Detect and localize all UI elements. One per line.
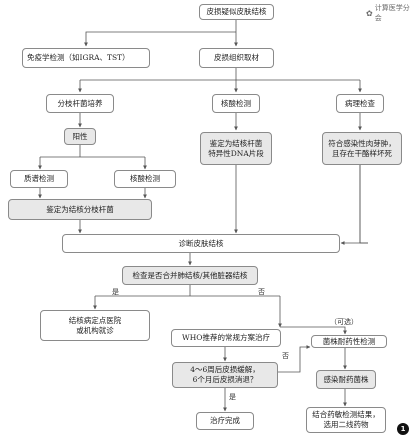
society-logo: ✿ 计算医学分会 [366,4,412,22]
node-biopsy: 皮损组织取材 [199,48,274,68]
logo-icon: ✿ [366,8,373,18]
node-check-other: 检查是否合并肺结核/其他脏器结核 [122,266,258,285]
node-resistance-test: 菌株耐药性检测 [311,335,387,348]
node-nucleic-2: 核酸检测 [114,170,176,188]
node-dna-identified: 鉴定为结核杆菌 特异性DNA片段 [200,132,272,165]
edge-label-no-improve: 否 [282,352,289,360]
edge-label-optional: （可选） [330,318,358,326]
node-positive: 阳性 [64,128,96,145]
node-granuloma: 符合感染性肉芽肿， 且存在干酪样坏死 [322,132,402,165]
node-improve-question: 4～6周后皮损缓解， 6个月后皮损消退？ [172,362,278,388]
node-suspect: 皮损疑似皮肤结核 [199,4,274,20]
node-mass-spec: 质谱检测 [10,170,68,188]
node-identified-mtb: 鉴定为结核分枝杆菌 [8,199,152,220]
node-who-treatment: WHO推荐的常规方案治疗 [171,329,281,347]
node-diagnose: 诊断皮肤结核 [62,234,340,253]
node-refer: 结核病定点医院 或机构就诊 [40,310,150,341]
node-nucleic: 核酸检测 [212,94,260,113]
edge-label-yes-complete: 是 [229,393,236,401]
node-second-line: 结合药敏检测结果， 选用二线药物 [306,407,386,433]
edge-label-no-treat: 否 [258,288,265,296]
node-pathology: 病理检查 [336,94,384,113]
logo-text: 计算医学分会 [374,4,410,22]
node-treatment-complete: 治疗完成 [196,412,254,430]
node-immuno-test: 免疫学检测（如IGRA、TST） [22,48,150,68]
node-culture: 分枝杆菌培养 [46,94,114,113]
node-resistant-strain: 感染耐药菌株 [316,370,376,389]
page-number-badge: 1 [397,423,409,435]
edge-label-yes-refer: 是 [112,288,119,296]
